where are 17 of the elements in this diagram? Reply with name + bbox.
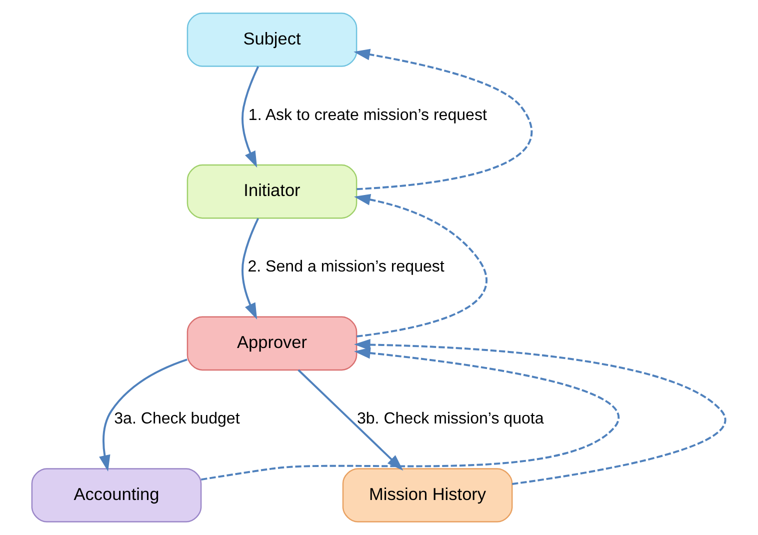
node-box: Accounting	[31, 468, 202, 522]
node-box: Approver	[186, 316, 358, 371]
arrow	[354, 194, 488, 338]
arrow	[354, 339, 726, 485]
node-box: Mission History	[342, 468, 513, 522]
arrow	[298, 369, 404, 471]
arrow	[242, 66, 260, 168]
edge-label: 3a. Check budget	[114, 410, 240, 428]
edge-label: 2. Send a mission’s request	[248, 258, 444, 276]
arrow	[354, 48, 532, 190]
arrow	[99, 358, 188, 472]
arrow	[242, 218, 260, 320]
arrow	[200, 347, 620, 481]
edge-label: 3b. Check mission’s quota	[356, 410, 544, 428]
edge-label: 1. Ask to create mission’s request	[248, 106, 487, 124]
node-box: Initiator	[186, 164, 358, 219]
node-box: Subject	[186, 12, 358, 67]
